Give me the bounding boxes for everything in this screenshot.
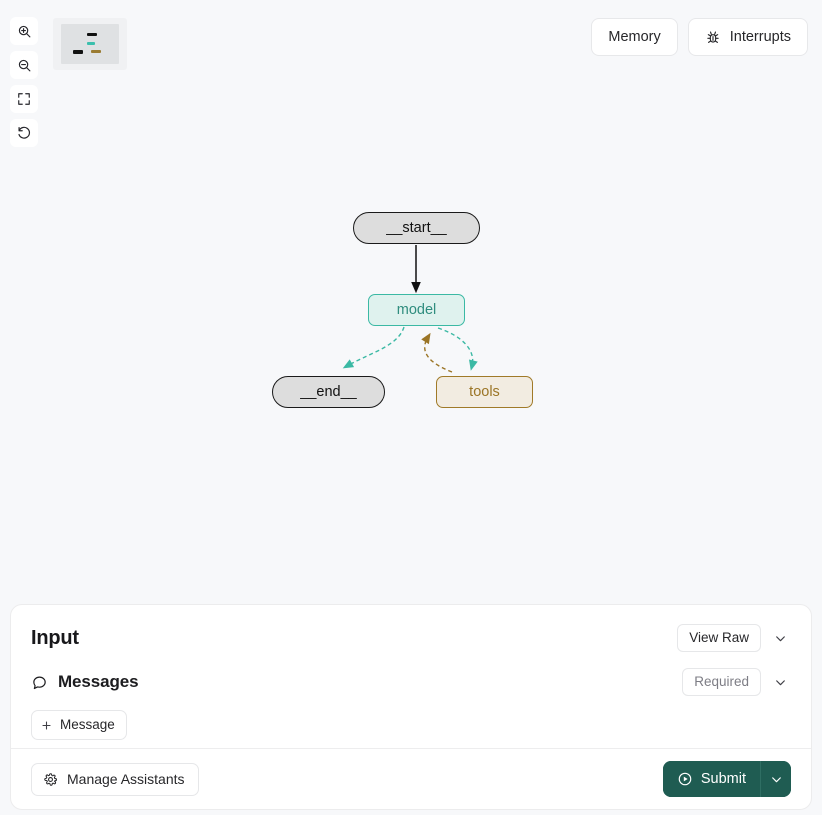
minimap-node-end [72, 50, 84, 54]
zoom-controls [10, 17, 38, 147]
submit-button[interactable]: Submit [662, 761, 760, 797]
messages-section-header: Messages Required [31, 668, 791, 696]
graph-node-start[interactable]: __start__ [353, 212, 480, 244]
fit-view-icon [18, 93, 30, 105]
speech-bubble-icon [33, 676, 46, 689]
zoom-out-button[interactable] [10, 51, 38, 79]
messages-header-actions: Required [682, 668, 791, 696]
graph-edges [342, 245, 478, 373]
play-circle-icon [678, 772, 692, 786]
bug-icon [707, 31, 719, 43]
messages-collapse-button[interactable] [769, 670, 791, 694]
top-right-actions: Memory Interrupts [591, 18, 808, 56]
zoom-in-icon [18, 25, 30, 37]
input-collapse-button[interactable] [769, 626, 791, 650]
add-message-button[interactable]: Message [31, 710, 127, 740]
minimap[interactable] [53, 18, 127, 70]
input-panel-body: Input View Raw Messages [11, 605, 811, 748]
chevron-down-icon [775, 635, 785, 641]
messages-label: Messages [58, 672, 139, 691]
gear-icon [44, 772, 57, 786]
input-panel-header: Input View Raw [31, 621, 791, 655]
manage-assistants-label: Manage Assistants [67, 771, 185, 787]
reset-view-button[interactable] [10, 119, 38, 147]
manage-assistants-button[interactable]: Manage Assistants [31, 762, 199, 796]
zoom-in-button[interactable] [10, 17, 38, 45]
edge-tools-to-model [421, 332, 453, 373]
messages-label-group: Messages [31, 672, 139, 692]
graph-node-model[interactable]: model [368, 294, 465, 326]
input-panel-footer: Manage Assistants Submit [11, 748, 811, 809]
edge-model-to-tools [437, 327, 478, 371]
memory-button[interactable]: Memory [591, 18, 678, 56]
chevron-down-icon [771, 776, 781, 782]
memory-button-label: Memory [608, 28, 661, 45]
minimap-node-model [86, 41, 96, 45]
interrupts-button[interactable]: Interrupts [687, 18, 808, 56]
graph-node-tools[interactable]: tools [436, 376, 533, 408]
view-raw-button[interactable]: View Raw [677, 624, 761, 652]
fit-view-button[interactable] [10, 85, 38, 113]
interrupts-button-label: Interrupts [729, 28, 791, 45]
chevron-down-icon [775, 679, 785, 685]
submit-options-button[interactable] [760, 761, 791, 797]
minimap-node-start [86, 32, 97, 36]
graph-canvas[interactable]: __start__ model __end__ tools [0, 0, 822, 605]
minimap-node-tools [91, 50, 102, 54]
page-title: Input [31, 626, 79, 649]
zoom-out-icon [18, 59, 30, 71]
required-badge[interactable]: Required [682, 668, 761, 696]
input-header-actions: View Raw [677, 624, 791, 652]
reset-view-icon [17, 126, 30, 139]
submit-button-group: Submit [662, 761, 791, 797]
input-panel: Input View Raw Messages [10, 604, 812, 810]
edge-model-to-end [342, 326, 405, 369]
add-message-label: Message [60, 717, 115, 733]
minimap-viewport [61, 24, 119, 64]
plus-icon [42, 720, 51, 730]
submit-label: Submit [700, 770, 746, 787]
graph-node-end[interactable]: __end__ [272, 376, 385, 408]
